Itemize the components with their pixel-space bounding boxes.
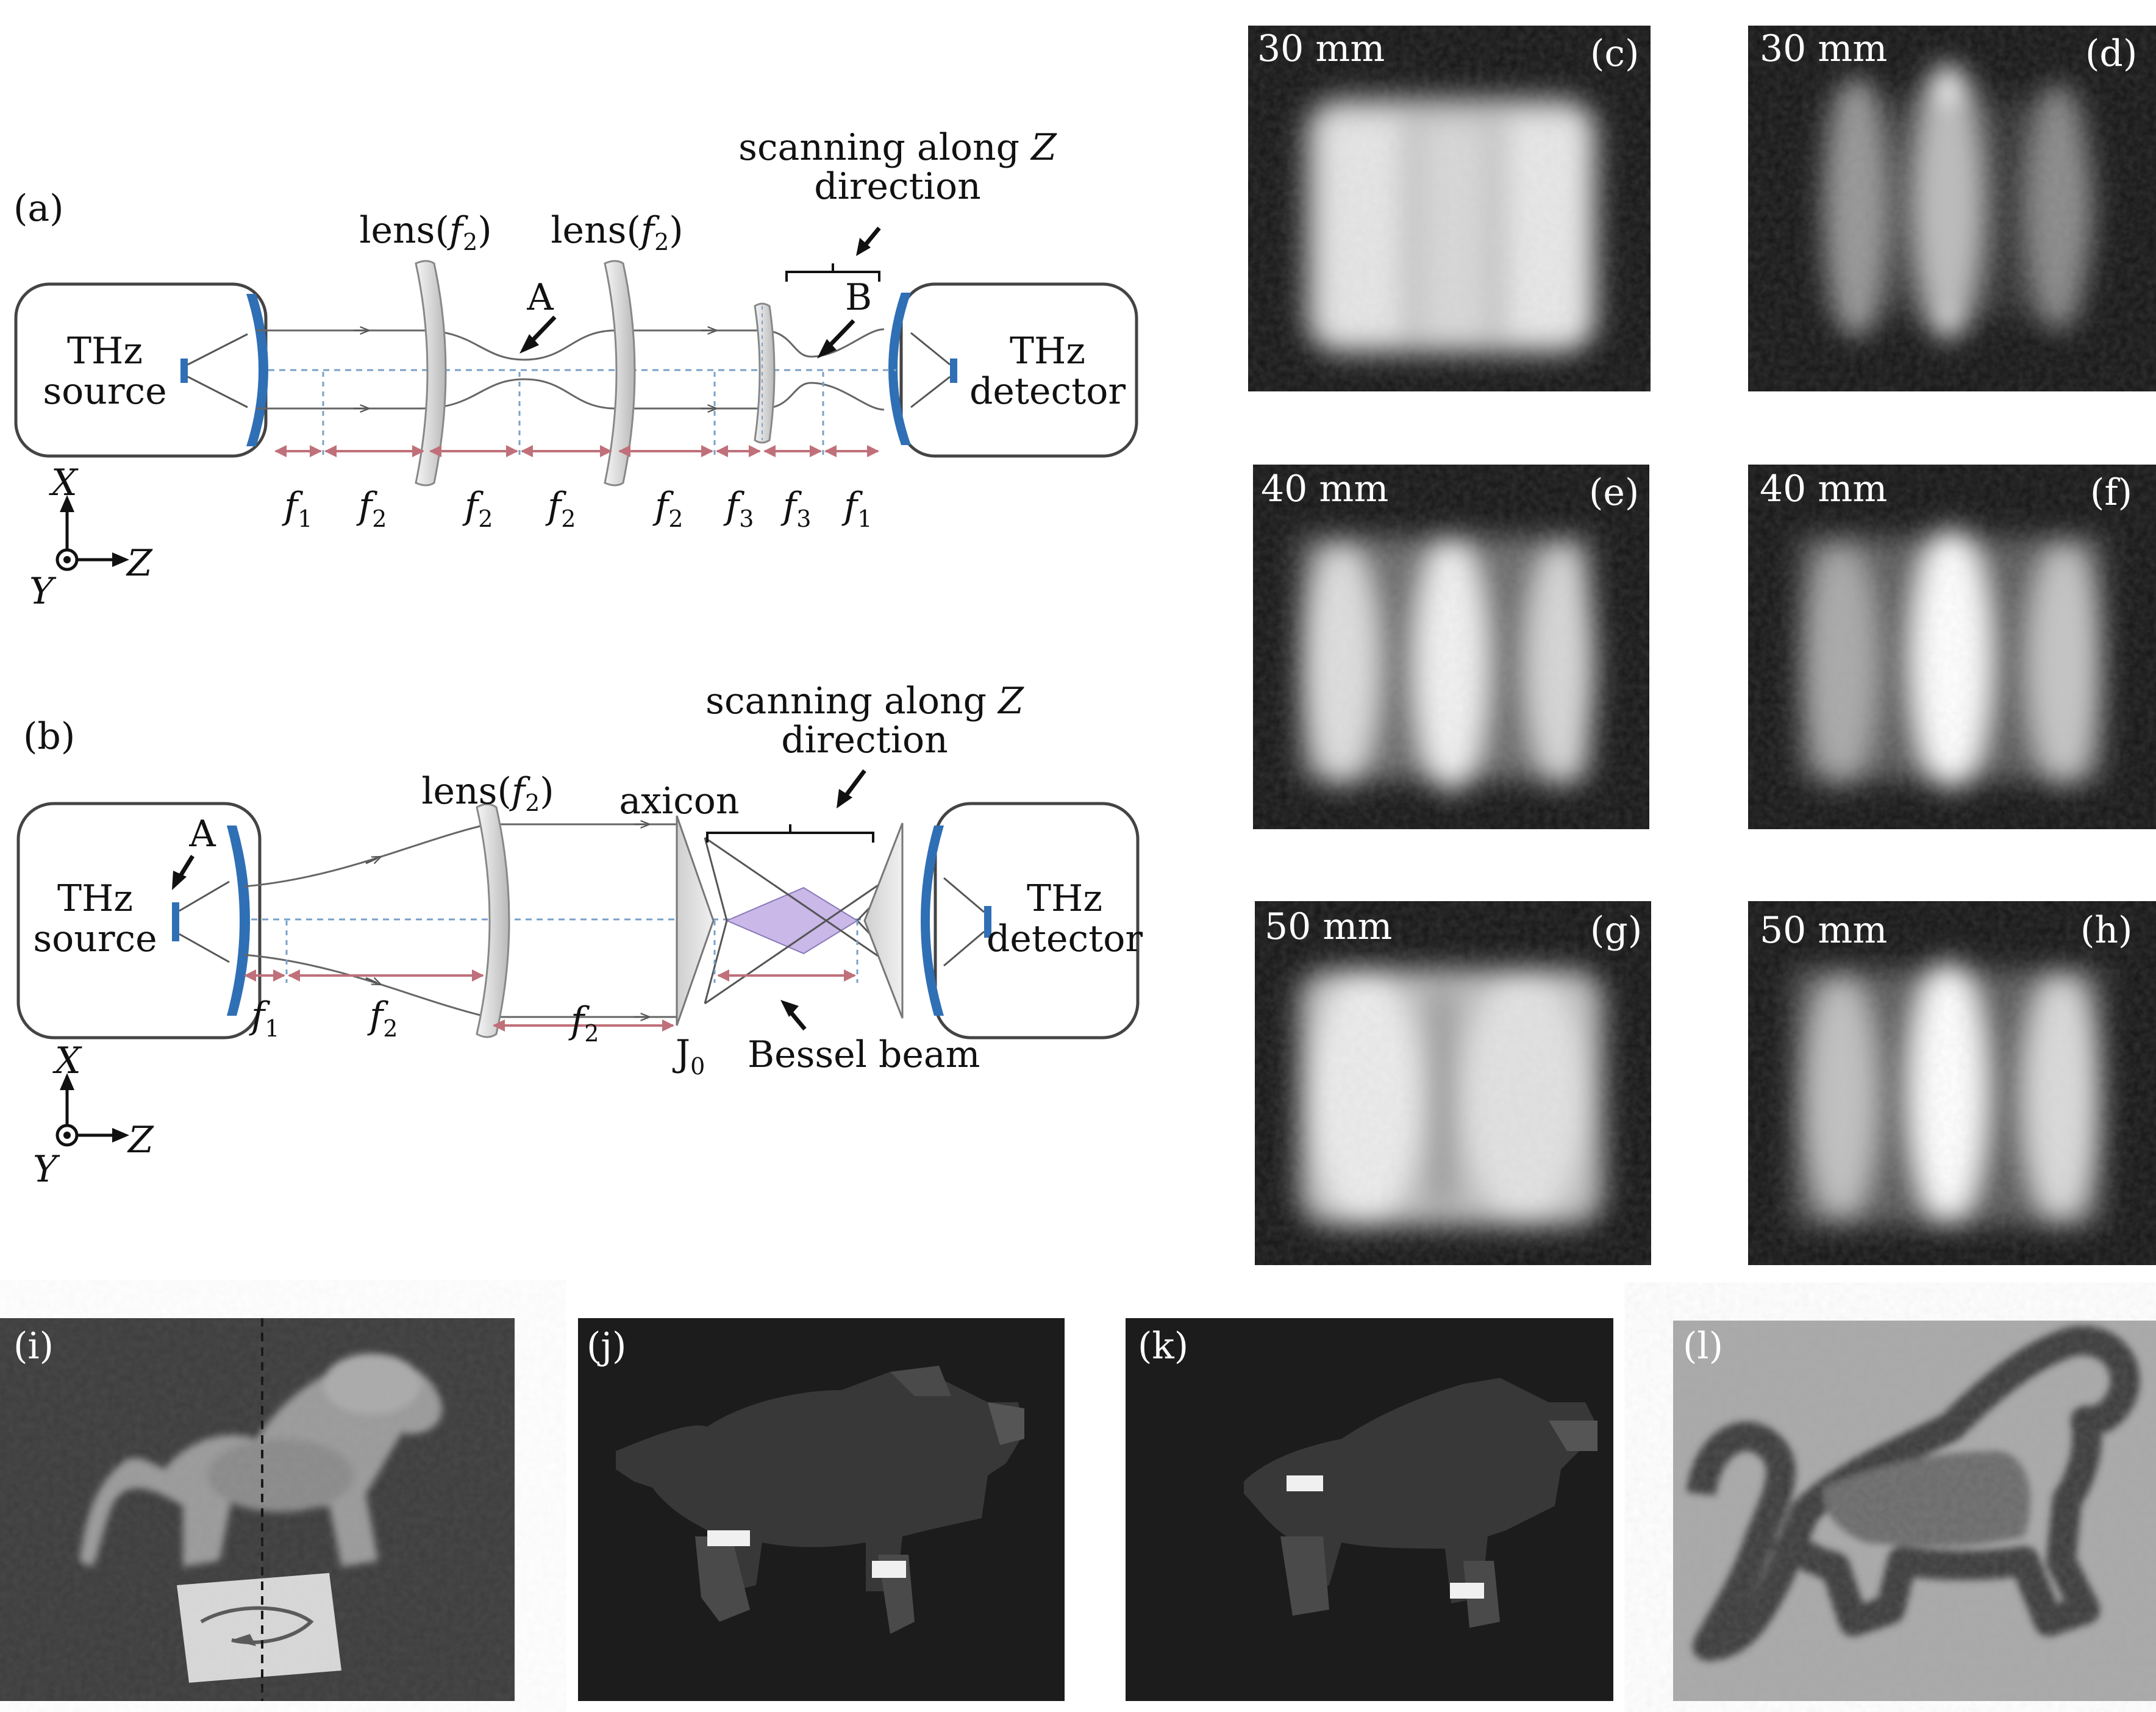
thz-detector-box	[899, 282, 1138, 458]
detector-label-2: detector	[969, 370, 1126, 413]
point-b-label: B	[845, 276, 872, 319]
scan-bracket-b	[706, 824, 874, 843]
source-emitter	[180, 358, 188, 383]
detector-label-1: THz	[1010, 330, 1085, 373]
bessel-label: Bessel beam	[748, 1033, 980, 1076]
beam-b-top	[243, 823, 677, 888]
dim-b-f2-1: f2	[367, 994, 398, 1042]
beam-g-letter: (g)	[1590, 909, 1642, 952]
beam-h-letter: (h)	[2080, 909, 2132, 952]
source-label-2: source	[43, 370, 166, 413]
dim-a-f1-2: f1	[841, 485, 872, 532]
beam-image-e: 40 mm (e)	[1253, 465, 1649, 829]
beam-d-letter: (d)	[2085, 32, 2137, 75]
axicon-label: axicon	[619, 780, 739, 822]
dim-a-f1: f1	[282, 485, 312, 532]
dim-a-f3-2: f3	[780, 485, 811, 532]
lens1-label: lens(f2)	[359, 209, 491, 255]
scan-bracket-a	[785, 263, 880, 282]
beam-h-distance: 50 mm	[1760, 909, 1887, 952]
scan-label-a-2: direction	[814, 165, 980, 208]
panel-a-letter: (a)	[13, 187, 64, 230]
dim-b-f2-2: f2	[568, 999, 599, 1047]
thz-detector-box-b	[933, 802, 1140, 1040]
beam-b-bottom	[243, 954, 677, 1018]
point-a-label: A	[526, 276, 554, 319]
axis-z-b: Z	[127, 1119, 154, 1161]
lens-2	[604, 260, 636, 487]
reconstruction-l-letter: (l)	[1683, 1325, 1723, 1368]
dim-a-f2-2: f2	[462, 485, 493, 532]
lens-b-label: lens(f2)	[421, 770, 554, 816]
axis-z-a: Z	[126, 542, 153, 585]
axicon-1	[676, 815, 715, 1026]
scan-label-b-1: scanning along Z	[705, 680, 1024, 722]
source-label-1: THz	[67, 330, 143, 373]
dim-a-f2-1: f2	[356, 485, 387, 532]
thz-image-j: (j)	[578, 1318, 1065, 1701]
panel-b: (b) THz source A THz detector	[16, 680, 1143, 1191]
beam-f-letter: (f)	[2090, 471, 2132, 514]
axis-y-a: Y	[29, 570, 57, 613]
beam-top-ray	[256, 328, 885, 361]
detector-b-label-1: THz	[1027, 877, 1102, 920]
beam-e-distance: 40 mm	[1261, 468, 1388, 510]
beam-image-h: 50 mm (h)	[1748, 901, 2156, 1265]
scan-label-a-1: scanning along Z	[738, 126, 1057, 169]
thz-source-box-b	[16, 802, 262, 1040]
j0-label: J0	[672, 1032, 705, 1080]
beam-image-g: 50 mm (g)	[1255, 901, 1651, 1265]
scan-label-b-2: direction	[781, 719, 948, 761]
detector-b-label-2: detector	[987, 918, 1143, 960]
beam-d-distance: 30 mm	[1760, 27, 1887, 70]
beam-image-c: 30 mm (c)	[1248, 26, 1651, 391]
dim-a-f2-4: f2	[652, 485, 683, 532]
reconstruction-l: (l)	[1673, 1321, 2156, 1701]
beam-e-letter: (e)	[1589, 471, 1639, 514]
lens-b	[476, 803, 510, 1038]
beam-image-d: 30 mm (d)	[1748, 26, 2156, 391]
lion-silhouette-j	[616, 1372, 1024, 1591]
photo-i-letter: (i)	[13, 1325, 54, 1368]
panel-a: (a) THz source THz detector lens(f2) len…	[13, 126, 1138, 613]
axis-y-b: Y	[33, 1148, 60, 1191]
beam-f-distance: 40 mm	[1760, 468, 1887, 510]
source-b-label-2: source	[33, 918, 157, 960]
panel-b-letter: (b)	[23, 715, 75, 758]
point-a-b-label: A	[188, 813, 216, 855]
thz-image-k-letter: (k)	[1138, 1325, 1188, 1368]
dim-a-f3-1: f3	[723, 485, 754, 532]
thz-image-k: (k)	[1126, 1318, 1613, 1701]
thz-image-j-letter: (j)	[587, 1325, 626, 1368]
photo-i: (i)	[0, 1318, 515, 1701]
lens2-label: lens(f2)	[551, 209, 683, 255]
beam-c-distance: 30 mm	[1257, 27, 1385, 70]
axis-x-b: X	[52, 1040, 82, 1082]
beam-c-letter: (c)	[1590, 32, 1639, 75]
source-b-label-1: THz	[57, 877, 133, 920]
beam-bottom-ray	[256, 378, 885, 411]
beam-image-f: 40 mm (f)	[1748, 465, 2156, 829]
lens-1	[415, 260, 447, 487]
dim-b-f1: f1	[249, 994, 279, 1042]
lens-3	[754, 302, 776, 444]
axis-x-a: X	[49, 462, 79, 504]
dim-a-f2-3: f2	[545, 485, 576, 532]
dimension-arrows-b	[244, 969, 856, 1032]
axicon-2	[863, 822, 904, 1019]
lion-silhouette-k	[1244, 1378, 1597, 1603]
axes-a: X Z Y	[29, 462, 153, 613]
beam-g-distance: 50 mm	[1265, 905, 1392, 948]
axes-b: X Z Y	[33, 1040, 154, 1191]
detector-mirror	[888, 293, 911, 445]
